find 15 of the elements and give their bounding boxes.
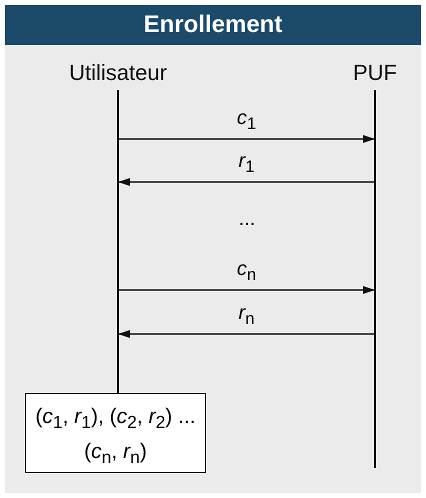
message-arrow [118,178,374,186]
participant-label: Utilisateur [38,60,198,86]
message-label: c$_{n}$ [236,258,258,285]
message-label: r$_{1}$ [238,150,256,177]
participant-label: PUF [295,60,426,86]
message-arrow [119,286,375,294]
message-label: r$_{n}$ [238,302,256,329]
ellipsis-label: ... [238,208,256,231]
message-arrow [118,330,374,338]
lifeline [117,90,119,393]
message-arrow [119,135,375,143]
message-label: c$_{1}$ [236,107,258,134]
lifeline [374,90,376,468]
title-bar: Enrollement [5,5,421,45]
result-box: (c$_{1}$, r$_{1}$), (c$_{2}$, r$_{2}$) ... (c$_{n}$, r$_{n}$) [25,393,206,473]
